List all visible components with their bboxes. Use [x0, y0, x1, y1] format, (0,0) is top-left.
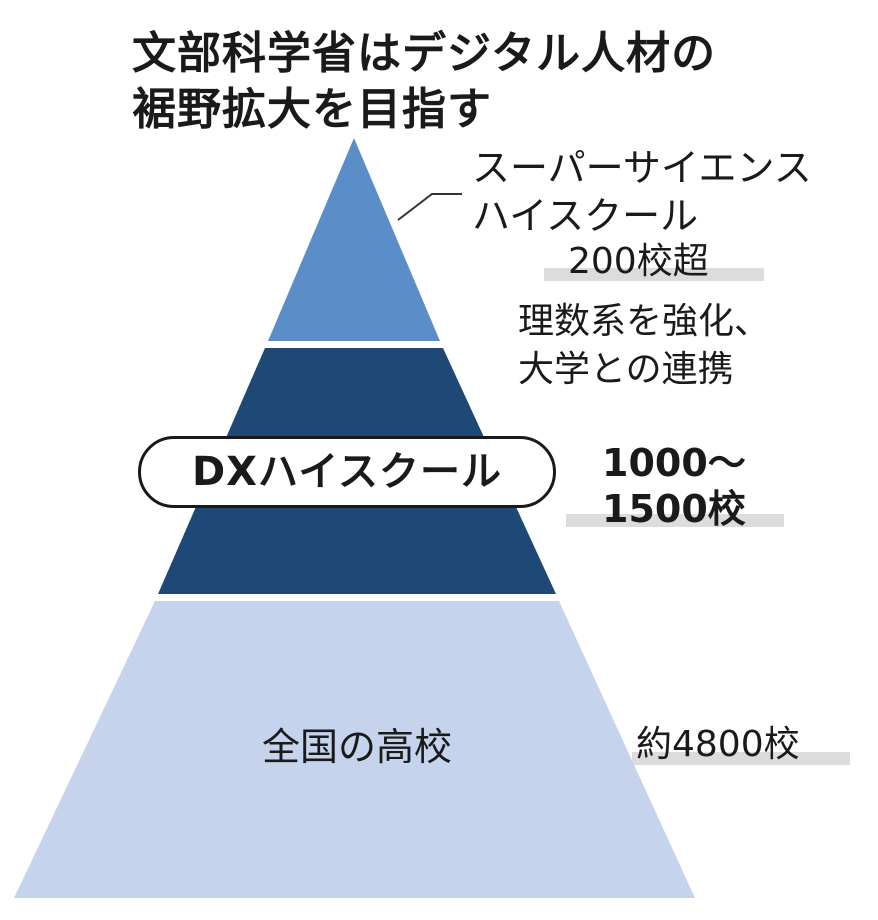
tier1-count-highlight: [544, 268, 764, 281]
tier1-name-line-1: スーパーサイエンス: [472, 146, 812, 190]
tier1-leader-line: [397, 193, 462, 221]
tier3-count-highlight: [632, 752, 850, 765]
tier1-count: 200校超: [568, 241, 709, 282]
tier3-count: 約4800校: [636, 724, 800, 765]
tier1-name-line-2: ハイスクール: [472, 194, 699, 238]
tier2-name: DXハイスクール: [191, 449, 503, 495]
tier1-name: スーパーサイエンス ハイスクール: [472, 144, 812, 240]
tier3-name: 全国の高校: [262, 725, 453, 769]
tier2-count-line-1: 1000〜: [602, 441, 746, 485]
diagram-title: 文部科学省はデジタル人材の 裾野拡大を目指す: [132, 26, 716, 138]
tier1-description: 理数系を強化、 大学との連携: [518, 298, 770, 394]
title-line-2: 裾野拡大を目指す: [132, 84, 492, 135]
tier1-description-line-2: 大学との連携: [518, 349, 734, 390]
tier2-count-highlight: [566, 514, 784, 527]
tier1-description-line-1: 理数系を強化、: [518, 301, 771, 342]
title-line-1: 文部科学省はデジタル人材の: [132, 28, 717, 79]
tier-top-super-science: [268, 138, 440, 341]
tier-base-all-schools: [14, 601, 695, 898]
tier2-count: 1000〜 1500校: [602, 440, 746, 532]
tier2-count-line-2: 1500校: [602, 487, 746, 531]
tier2-name-pill: DXハイスクール: [138, 436, 556, 508]
